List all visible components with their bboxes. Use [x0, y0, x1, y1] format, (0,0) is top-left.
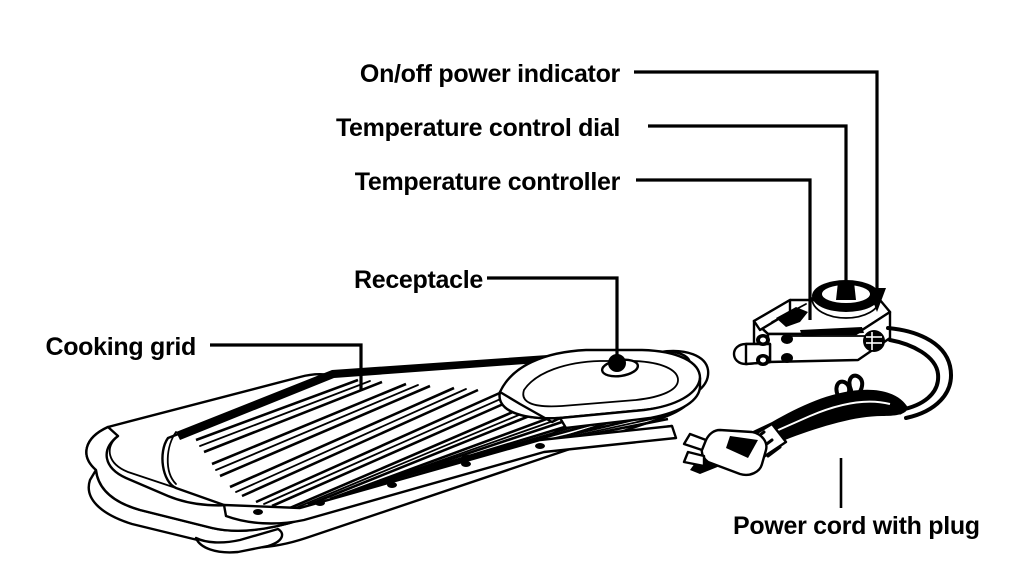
- controller-top-notch: [776, 307, 808, 327]
- callout-labels: On/off power indicator Temperature contr…: [45, 60, 980, 540]
- probe-pin-upper-hole: [760, 337, 766, 343]
- label-temperature-controller: Temperature controller: [355, 168, 621, 196]
- power-plug-prong-lower: [682, 450, 706, 468]
- cord-twist-tie: [847, 373, 865, 396]
- grid-front-edge-band: [222, 424, 678, 525]
- power-cord-loop-outer: [886, 326, 953, 420]
- power-cord-loop-inner: [888, 338, 941, 412]
- grill-end-housing-skirt: [558, 376, 702, 430]
- controller-top-seam: [800, 327, 864, 336]
- leader-on-off-power-indicator: [634, 70, 879, 296]
- leader-temperature-controller: [636, 178, 812, 320]
- probe-pin-lower-hole: [760, 357, 766, 363]
- power-plug-facet: [726, 436, 758, 458]
- grill-end-housing-flank: [498, 390, 562, 424]
- grid-front-clips: [253, 443, 545, 515]
- power-cord-highlight: [741, 400, 891, 447]
- power-cord-assembly: [682, 326, 953, 477]
- leader-temperature-control-dial: [648, 124, 848, 286]
- label-on-off-power-indicator: On/off power indicator: [360, 60, 621, 88]
- temperature-controller-module: [732, 280, 892, 366]
- controller-socket-pin-lower: [781, 353, 793, 363]
- grill-left-foot: [194, 527, 284, 554]
- power-indicator-lamp-facets: [866, 332, 882, 350]
- power-cord-strand: [697, 405, 903, 471]
- leader-dot-receptacle: [608, 354, 626, 372]
- label-power-cord-with-plug: Power cord with plug: [733, 512, 980, 540]
- grill-assembly: [85, 348, 710, 554]
- grid-frame-left-rail: [166, 431, 177, 485]
- control-dial-pointer: [836, 282, 856, 300]
- power-plug-prong-upper: [682, 432, 708, 452]
- callout-leaders: [210, 70, 886, 508]
- controller-socket-pin-upper: [781, 334, 793, 344]
- leader-cooking-grid: [210, 343, 363, 390]
- label-cooking-grid: Cooking grid: [45, 333, 196, 361]
- label-temperature-control-dial: Temperature control dial: [336, 114, 620, 142]
- cord-twist-tie-second: [834, 379, 852, 402]
- grill-end-housing-inner: [522, 360, 679, 408]
- power-indicator-lamp: [863, 330, 885, 352]
- leader-arrowhead-on-off: [868, 288, 886, 312]
- label-receptacle: Receptacle: [354, 266, 483, 294]
- leader-receptacle: [487, 276, 619, 358]
